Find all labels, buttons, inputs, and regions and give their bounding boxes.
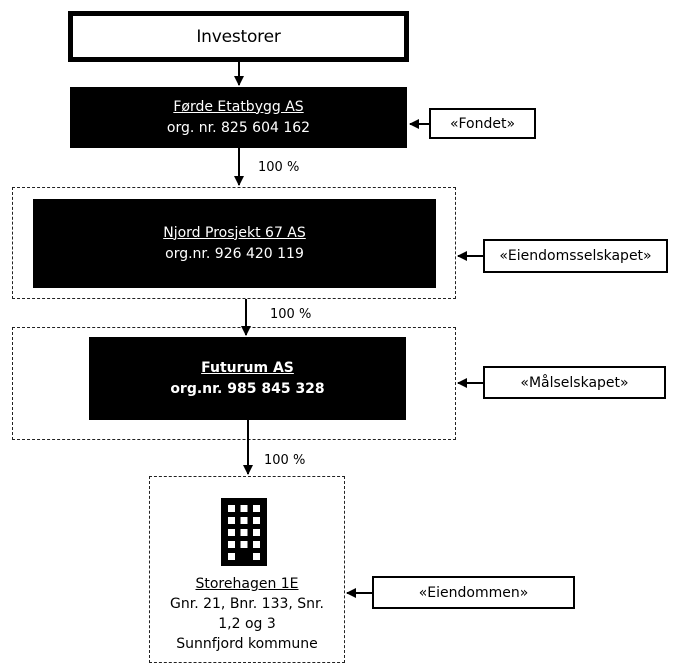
investor-node: Investorer: [68, 11, 409, 62]
property-line3: Sunnfjord kommune: [176, 636, 318, 652]
futurum-node: Futurum AS org.nr. 985 845 328: [89, 337, 406, 420]
label-malselskapet: «Målselskapet»: [483, 366, 666, 399]
property-line2: 1,2 og 3: [218, 616, 276, 632]
label-fondet-text: «Fondet»: [449, 115, 516, 132]
njord-node: Njord Prosjekt 67 AS org.nr. 926 420 119: [33, 199, 436, 288]
etatbygg-name: Førde Etatbygg AS: [173, 98, 304, 115]
futurum-name: Futurum AS: [201, 359, 294, 376]
label-eiendomsselskapet-text: «Eiendomsselskapet»: [499, 248, 652, 264]
etatbygg-org: org. nr. 825 604 162: [166, 119, 311, 136]
property-line1: Gnr. 21, Bnr. 133, Snr.: [170, 596, 324, 612]
futurum-org: org.nr. 985 845 328: [170, 380, 325, 397]
malselskap-group-border: [12, 327, 456, 440]
label-eiendommen-text: «Eiendommen»: [418, 584, 529, 601]
investor-label: Investorer: [196, 26, 281, 47]
label-malselskapet-text: «Målselskapet»: [520, 374, 629, 391]
label-eiendomsselskapet: «Eiendomsselskapet»: [483, 239, 668, 273]
ownership-pct-njord: 100 %: [258, 160, 300, 175]
property-group-border: [149, 476, 345, 663]
property-name: Storehagen 1E: [195, 576, 299, 592]
etatbygg-node: Førde Etatbygg AS org. nr. 825 604 162: [70, 87, 407, 148]
label-fondet: «Fondet»: [429, 108, 536, 139]
property-node: Storehagen 1E Gnr. 21, Bnr. 133, Snr. 1,…: [149, 574, 345, 654]
njord-org: org.nr. 926 420 119: [165, 245, 304, 262]
building-icon: [221, 498, 267, 566]
label-eiendommen: «Eiendommen»: [372, 576, 575, 609]
ownership-pct-property: 100 %: [264, 453, 306, 468]
njord-name: Njord Prosjekt 67 AS: [163, 224, 306, 241]
eiendomsselskap-group-border: [12, 187, 456, 299]
ownership-pct-futurum: 100 %: [270, 307, 312, 322]
